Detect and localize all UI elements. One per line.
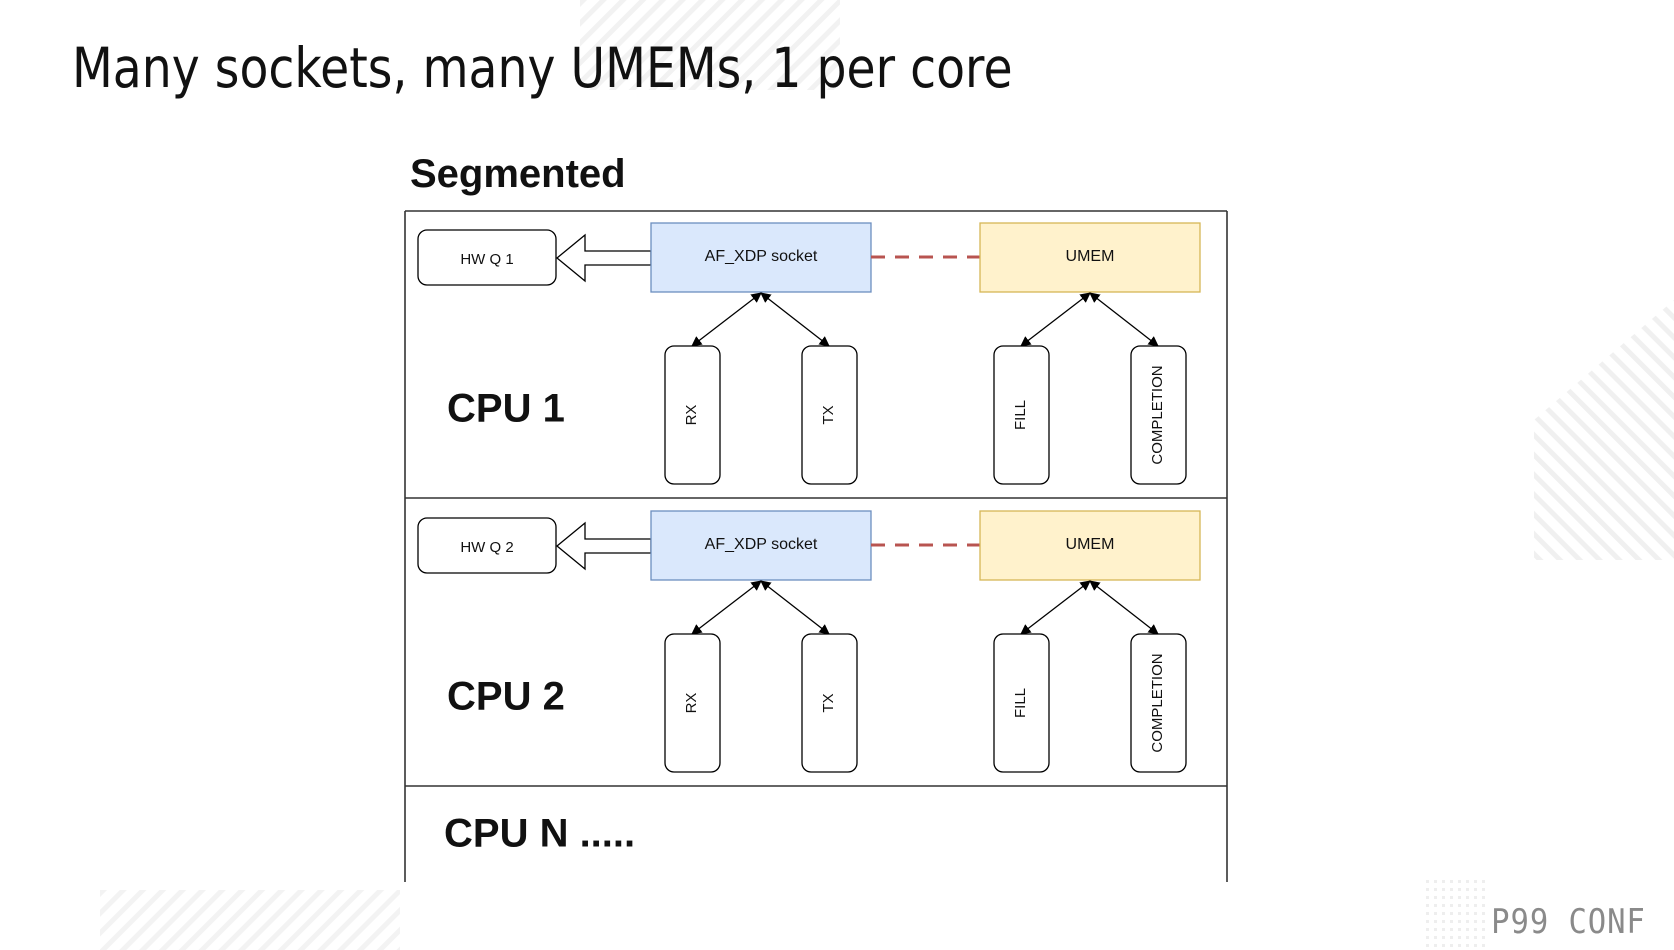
hw-queue-box bbox=[417, 229, 557, 286]
af-xdp-socket-label: AF_XDP socket bbox=[705, 536, 818, 553]
hollow-arrow-icon bbox=[555, 521, 652, 571]
rx-ring-box bbox=[664, 633, 721, 773]
rx-ring-box bbox=[664, 345, 721, 485]
tx-ring-box bbox=[801, 633, 858, 773]
arrow-socket-rx bbox=[691, 580, 762, 635]
af-xdp-socket-box bbox=[650, 510, 872, 581]
fill-ring-label: FILL bbox=[1012, 400, 1029, 430]
completion-ring-box bbox=[1130, 633, 1187, 773]
tx-ring-box bbox=[801, 345, 858, 485]
decorative-stripes-right bbox=[1534, 300, 1674, 560]
arrow-umem-fill bbox=[1020, 580, 1091, 635]
af-xdp-socket-box bbox=[650, 222, 872, 293]
tx-ring-label: TX bbox=[820, 405, 837, 424]
p99-conf-logo: P99 CONF bbox=[1491, 902, 1646, 942]
rx-ring-label: RX bbox=[683, 693, 700, 714]
decorative-stripes-top bbox=[580, 0, 840, 90]
fill-ring-label: FILL bbox=[1012, 688, 1029, 718]
hw-queue-box bbox=[417, 517, 557, 574]
decorative-dots-bottom-right bbox=[1426, 880, 1486, 950]
arrow-umem-fill bbox=[1020, 292, 1091, 347]
af-xdp-socket-label: AF_XDP socket bbox=[705, 248, 818, 265]
completion-ring-box bbox=[1130, 345, 1187, 485]
arrow-socket-tx bbox=[760, 292, 830, 347]
arrow-umem-completion bbox=[1089, 580, 1159, 635]
hw-queue-label: HW Q 2 bbox=[460, 539, 513, 556]
cpu-section-2: HW Q 2 AF_XDP socket UMEM RX TX FILL COM… bbox=[417, 510, 1201, 773]
arrow-socket-tx bbox=[760, 580, 830, 635]
diagram-frame bbox=[404, 210, 1228, 882]
decorative-stripes-bottom bbox=[100, 890, 400, 950]
umem-label: UMEM bbox=[1066, 248, 1115, 265]
cpu-section-1: HW Q 1 AF_XDP socket UMEM RX TX FILL COM… bbox=[417, 222, 1201, 485]
diagram-heading: Segmented bbox=[410, 152, 626, 196]
umem-label: UMEM bbox=[1066, 536, 1115, 553]
arrow-socket-rx bbox=[691, 292, 762, 347]
completion-ring-label: COMPLETION bbox=[1149, 365, 1166, 464]
hollow-arrow-icon bbox=[555, 233, 652, 283]
cpu-label: CPU 1 bbox=[447, 387, 565, 431]
hw-queue-label: HW Q 1 bbox=[460, 251, 513, 268]
cpu-label: CPU 2 bbox=[447, 675, 565, 719]
umem-box bbox=[979, 222, 1201, 293]
completion-ring-label: COMPLETION bbox=[1149, 653, 1166, 752]
fill-ring-box bbox=[993, 345, 1050, 485]
rx-ring-label: RX bbox=[683, 405, 700, 426]
umem-box bbox=[979, 510, 1201, 581]
fill-ring-box bbox=[993, 633, 1050, 773]
slide-title: Many sockets, many UMEMs, 1 per core bbox=[72, 36, 1013, 100]
tx-ring-label: TX bbox=[820, 693, 837, 712]
cpu-n-label: CPU N ..... bbox=[444, 812, 635, 856]
arrow-umem-completion bbox=[1089, 292, 1159, 347]
